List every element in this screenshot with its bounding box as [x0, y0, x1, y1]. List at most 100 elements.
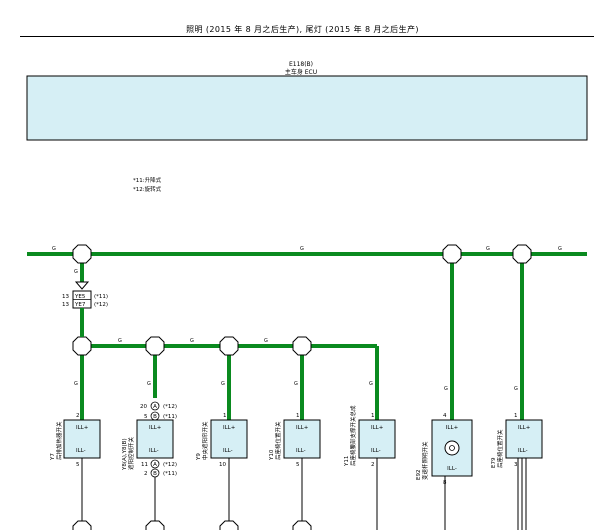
wire-color-labels: G G G G G G G G G G G G G G G — [52, 246, 562, 392]
component-id: E92 — [416, 470, 422, 480]
title-rule — [20, 36, 594, 37]
pin-letter: B — [153, 471, 157, 477]
terminal-label: ILL- — [149, 448, 159, 454]
terminal-label: ILL+ — [223, 425, 236, 431]
component-name: 变速杆照明开关 — [421, 441, 429, 480]
y8-bottom-pins: 11 A (*12) 2 B (*11) — [141, 459, 177, 478]
component-id: Y9 — [196, 453, 202, 461]
junction-node — [72, 520, 92, 530]
wire-color-label: G — [264, 338, 268, 344]
y8-top-pins: 20 A (*12) 5 B (*11) — [140, 401, 177, 421]
pin-circle — [150, 401, 160, 411]
wire-color-label: G — [118, 338, 122, 344]
pin-number: 2 — [371, 462, 375, 468]
pin-letter: A — [153, 462, 157, 468]
ground-side-wires — [81, 458, 527, 530]
wire-color-label: G — [52, 246, 56, 252]
legend-item-12: *12:旋转式 — [133, 185, 162, 193]
lamp-filament-icon — [449, 445, 455, 451]
connector-code: YE7 — [74, 302, 86, 308]
bottom-junctions — [72, 520, 312, 530]
ecu-box — [26, 75, 588, 141]
pin-letter: B — [153, 414, 157, 420]
junction-node — [72, 336, 92, 356]
wire-color-label: G — [558, 246, 562, 252]
wire-color-label: G — [444, 386, 448, 392]
terminal-label: ILL- — [371, 448, 381, 454]
pin-number: 1 — [223, 413, 227, 419]
legend-text: :旋转式 — [143, 185, 162, 193]
component-id: Y11 — [344, 456, 350, 467]
pin-number: 5 — [296, 462, 300, 468]
junction-node — [442, 244, 462, 264]
legend-text: :升降式 — [143, 176, 162, 184]
junction-node — [292, 520, 312, 530]
component-label: Y8(A),Y8(B)遮阳控制开关 — [122, 436, 135, 471]
connector-pin: 13 — [62, 302, 69, 308]
component-box — [283, 419, 321, 459]
connector-note: (*11) — [94, 294, 108, 300]
connector-code: YE5 — [74, 294, 86, 300]
terminal-label: ILL+ — [371, 425, 384, 431]
pin-circle — [150, 459, 160, 469]
pin-number: 1 — [514, 413, 518, 419]
wire-layer — [27, 252, 587, 420]
wire-color-label: G — [190, 338, 194, 344]
component-name: 后排加热器开关 — [55, 421, 63, 460]
component-name: 中央遮阳帘开关 — [201, 421, 209, 460]
component-name: 后座椅腰部支撑开关总成 — [349, 405, 357, 466]
connector-arrow-icon — [74, 281, 90, 290]
component-box — [505, 419, 543, 459]
pin-note: (*12) — [163, 462, 177, 468]
component-label: E92变速杆照明开关 — [416, 441, 429, 480]
legend-key: *11 — [133, 178, 143, 184]
component-y11: ILL+ ILL- 1 2 Y11后座椅腰部支撑开关总成 — [344, 405, 396, 468]
component-label: Y11后座椅腰部支撑开关总成 — [344, 405, 357, 467]
component-box — [63, 419, 101, 459]
connector-note: (*12) — [94, 302, 108, 308]
component-name: 后座椅位置开关 — [496, 429, 504, 468]
pin-number: 11 — [141, 462, 148, 468]
terminal-label: ILL+ — [296, 425, 309, 431]
wire-color-label: G — [486, 246, 490, 252]
component-e79: ILL+ ILL- 1 3 E79后座椅位置开关 — [491, 413, 543, 468]
ecu-name: 主车身 ECU — [285, 68, 317, 76]
pin-number: 1 — [371, 413, 375, 419]
terminal-label: ILL+ — [518, 425, 531, 431]
junction-node — [219, 520, 239, 530]
page-title: 照明 (2015 年 8 月之后生产), 尾灯 (2015 年 8 月之后生产) — [186, 25, 419, 34]
component-y7: ILL+ ILL- 2 5 Y7后排加热器开关 — [50, 413, 101, 468]
terminal-label: ILL- — [296, 448, 306, 454]
junction-node — [219, 336, 239, 356]
junction-node — [145, 336, 165, 356]
component-y9: ILL+ ILL- 1 10 Y9中央遮阳帘开关 — [196, 413, 248, 468]
component-name: 遮阳控制开关 — [127, 436, 135, 470]
component-id: Y7 — [50, 453, 56, 461]
inline-connector: 13 YE5 (*11) 13 YE7 (*12) — [62, 290, 108, 309]
junctions — [72, 244, 532, 356]
pin-note: (*12) — [163, 404, 177, 410]
connector-pin: 13 — [62, 294, 69, 300]
wire-color-label: G — [294, 381, 298, 387]
pin-number: 2 — [144, 471, 148, 477]
terminal-label: ILL- — [518, 448, 528, 454]
wire-color-label: G — [514, 386, 518, 392]
terminal-label: ILL+ — [76, 425, 89, 431]
component-id: Y10 — [269, 449, 275, 461]
ecu-code: E118(B) — [289, 61, 313, 68]
component-y8: ILL+ ILL- Y8(A),Y8(B)遮阳控制开关 — [122, 419, 174, 471]
pin-letter: A — [153, 404, 157, 410]
component-name: 后座椅位置开关 — [274, 421, 282, 460]
pin-note: (*11) — [163, 414, 177, 420]
component-label: Y9中央遮阳帘开关 — [196, 421, 209, 461]
wire-color-label: G — [221, 381, 225, 387]
component-box — [210, 419, 248, 459]
wire-color-label: G — [74, 269, 78, 275]
pin-number: 4 — [443, 413, 447, 419]
terminal-label: ILL- — [447, 466, 457, 472]
component-id: Y8(A),Y8(B) — [122, 438, 128, 471]
pin-number: 20 — [140, 404, 147, 410]
component-label: Y10后座椅位置开关 — [269, 421, 282, 461]
